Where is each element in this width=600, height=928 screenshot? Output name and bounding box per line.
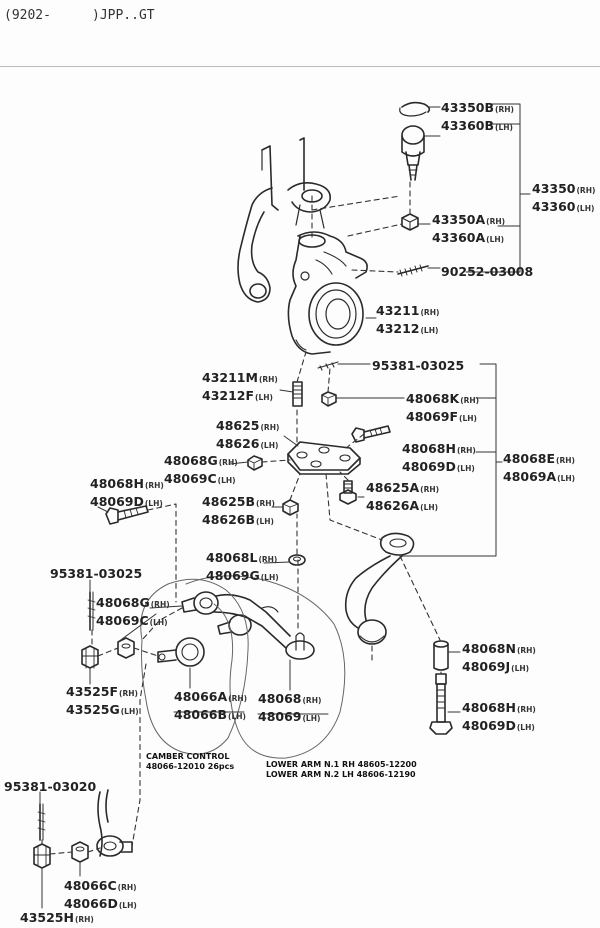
camber-highlight-loop — [140, 578, 249, 755]
cotter-pin-drawing — [397, 264, 429, 277]
bolt-drawing-h1 — [351, 425, 391, 443]
cotter-pin-drawing-3 — [87, 591, 96, 631]
highlight-loops — [140, 575, 346, 759]
header-divider — [0, 66, 600, 67]
nut-drawing-g1 — [247, 455, 263, 471]
nut-drawing-c — [71, 841, 89, 863]
label-48068H-mid: 48068H(RH) 48069D(LH) — [402, 441, 476, 474]
ball-joint-drawing — [401, 125, 425, 181]
bracket-plate-drawing — [287, 441, 361, 475]
idler-arm-drawing — [344, 532, 415, 645]
nut-drawing-g2 — [117, 637, 135, 659]
catalog-code: (9202- — [4, 8, 51, 23]
model-code: )JPP..GT — [92, 8, 155, 23]
lower-arm-note: LOWER ARM N.1 RH 48605-12200 LOWER ARM N… — [266, 760, 417, 779]
sleeve-drawing-n — [433, 640, 449, 671]
label-48068N: 48068N(RH) 48069J(LH) — [462, 641, 536, 674]
label-48068E: 48068E(RH) 48069A(LH) — [503, 451, 576, 484]
cotter-pin-drawing-4 — [37, 803, 46, 841]
label-43525H: 43525H(RH) — [20, 910, 94, 925]
label-48625B: 48625B(RH) 48626B(LH) — [202, 494, 275, 527]
label-43350B: 43350B(RH) 43360B(LH) — [441, 100, 514, 133]
camber-rod-drawing — [157, 637, 205, 667]
label-43211M: 43211M(RH) 43212F(LH) — [202, 370, 278, 403]
castle-nut-drawing-f — [81, 645, 99, 669]
lower-link-drawing — [96, 789, 133, 857]
steering-knuckle-drawing — [287, 231, 368, 355]
label-48066C: 48066C(RH) 48066D(LH) — [64, 878, 137, 911]
upper-bracket-drawing — [237, 137, 332, 303]
label-48068H-left: 48068H(RH) 48069D(LH) — [90, 476, 164, 509]
lower-arm-highlight-loop — [185, 575, 346, 759]
lower-arm-drawing — [181, 591, 315, 660]
label-48625A: 48625A(RH) 48626A(LH) — [366, 480, 440, 513]
cotter-pin-drawing-2 — [317, 361, 339, 371]
label-95381-top: 95381-03025 — [372, 358, 465, 373]
snap-ring-drawing — [399, 101, 431, 117]
label-95381-bottom: 95381-03020 — [4, 779, 97, 794]
label-43350A: 43350A(RH) 43360A(LH) — [432, 212, 506, 245]
nut-drawing-b — [282, 499, 299, 516]
label-48066A: 48066A(RH) 48066B(LH) — [174, 689, 248, 722]
castle-nut-drawing-h — [33, 843, 51, 869]
label-90252: 90252-03008 — [441, 264, 534, 279]
label-48068H-right: 48068H(RH) 48069D(LH) — [462, 700, 536, 733]
label-48066: 48068(RH) 48069(LH) — [258, 691, 322, 724]
label-43350: 43350(RH) 43360(LH) — [532, 181, 596, 214]
label-95381-left: 95381-03025 — [50, 566, 143, 581]
assembly-dashes — [41, 181, 442, 855]
knuckle-stud-drawing — [292, 381, 303, 407]
camber-control-note: CAMBER CONTROL 48066-12010 26pcs — [146, 752, 235, 771]
bolt-drawing-h3 — [429, 673, 453, 735]
label-48068G-lower: 48068G(RH) 48069C(LH) — [96, 595, 170, 628]
label-48068G-mid: 48068G(RH) 48069C(LH) — [164, 453, 238, 486]
washer-drawing-l — [288, 554, 306, 566]
label-48068K: 48068K(RH) 48069F(LH) — [406, 391, 480, 424]
label-48068L: 48068L(RH) 48069G(LH) — [206, 550, 279, 583]
bolt-drawing-h2 — [105, 505, 149, 525]
bolt-drawing-a — [339, 480, 357, 505]
label-43211: 43211(RH) 43212(LH) — [376, 303, 440, 336]
nut-drawing-k — [321, 391, 337, 407]
castle-nut-drawing — [401, 213, 419, 231]
label-48625: 48625(RH) 48626(LH) — [216, 418, 280, 451]
label-43525F: 43525F(RH) 43525G(LH) — [66, 684, 139, 717]
leader-lines — [39, 103, 531, 909]
